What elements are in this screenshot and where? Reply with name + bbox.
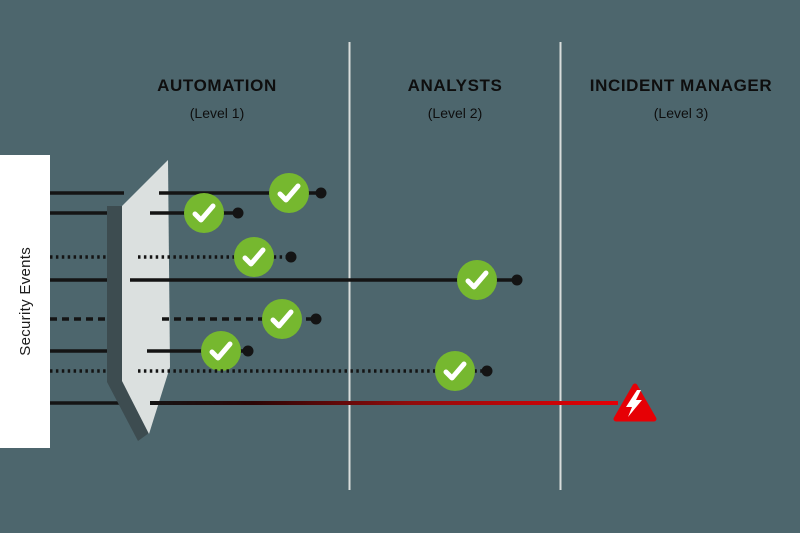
line-end-dot bbox=[315, 187, 327, 199]
line-end-dot bbox=[232, 207, 244, 219]
security-events-box: Security Events bbox=[0, 155, 50, 448]
column-header-analysts: ANALYSTS (Level 2) bbox=[408, 76, 503, 121]
line-end-dot bbox=[511, 274, 523, 286]
column-header-automation: AUTOMATION (Level 1) bbox=[157, 76, 277, 121]
checkmark-icon bbox=[242, 247, 266, 267]
funnel-side-dark bbox=[107, 206, 149, 441]
security-events-label: Security Events bbox=[16, 247, 34, 356]
checkmark-icon bbox=[209, 341, 233, 361]
funnel-panel bbox=[122, 160, 170, 434]
checkmark-icon bbox=[277, 183, 301, 203]
column-title: AUTOMATION bbox=[157, 76, 277, 95]
checkmark-icon bbox=[270, 309, 294, 329]
column-title: INCIDENT MANAGER bbox=[589, 76, 773, 95]
column-subtitle: (Level 1) bbox=[189, 105, 245, 121]
column-title: ANALYSTS bbox=[407, 76, 503, 95]
checkmark-icon bbox=[443, 361, 467, 381]
checkmark-icon bbox=[465, 270, 489, 290]
column-header-incident-manager: INCIDENT MANAGER (Level 3) bbox=[590, 76, 772, 121]
column-subtitle: (Level 3) bbox=[653, 105, 709, 121]
line-end-dot bbox=[285, 251, 297, 263]
column-subtitle: (Level 2) bbox=[427, 105, 483, 121]
checkmark-icon bbox=[192, 203, 216, 223]
line-end-dot bbox=[310, 313, 322, 325]
line-end-dot bbox=[481, 365, 493, 377]
line-end-dot bbox=[242, 345, 254, 357]
lightning-triangle-icon bbox=[626, 390, 642, 417]
